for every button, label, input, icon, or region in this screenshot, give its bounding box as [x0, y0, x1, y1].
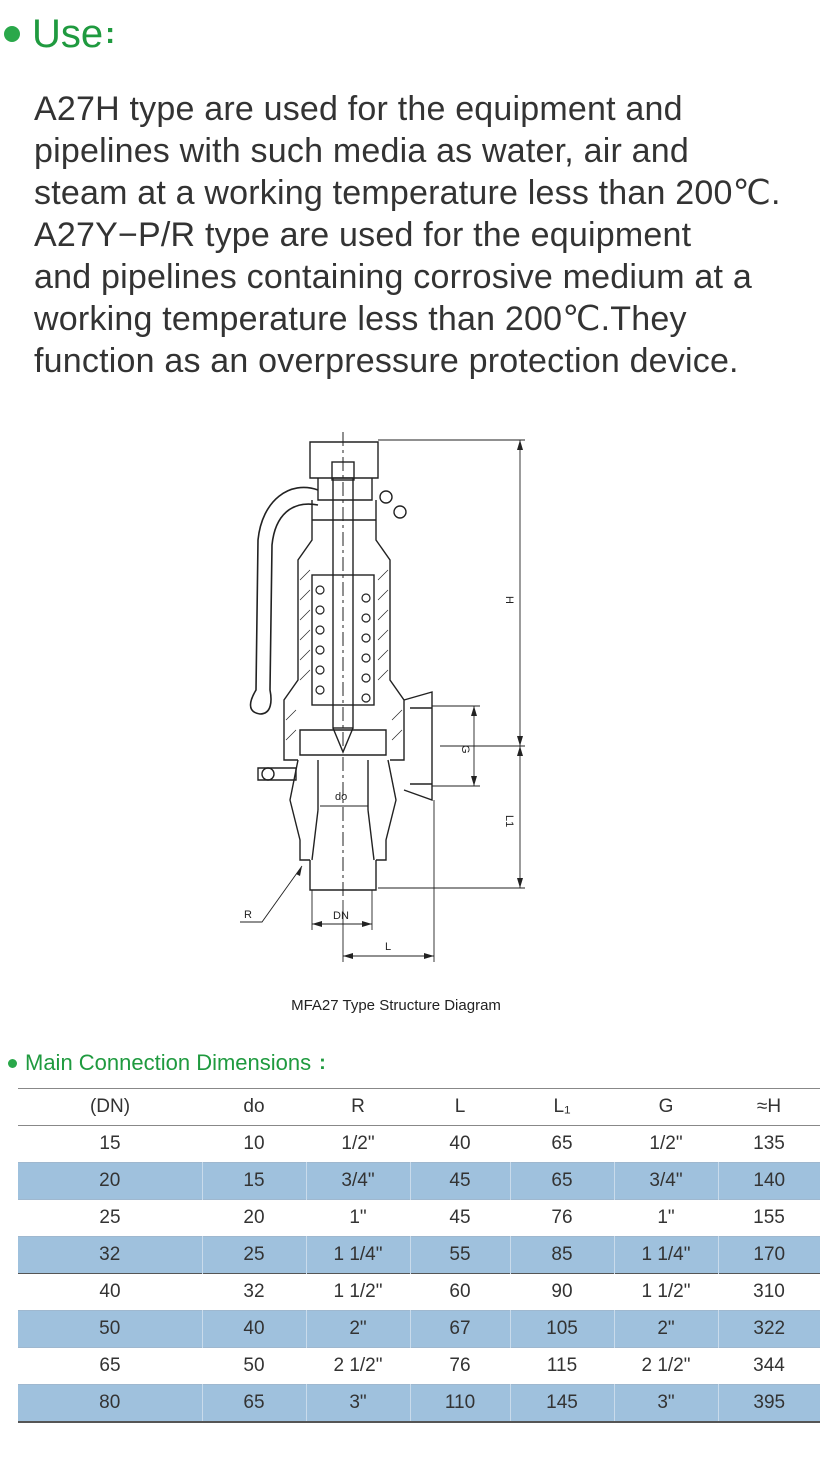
- table-cell: 110: [409, 1384, 510, 1422]
- table-row: 20 15 3/4" 45 65 3/4" 140: [18, 1162, 820, 1200]
- table-cell: 170: [717, 1236, 820, 1274]
- use-line: working temperature less than 200℃.They: [34, 300, 687, 338]
- table-cell: 32: [243, 1281, 265, 1302]
- table-cell: 65: [551, 1133, 573, 1154]
- use-title-colon: :: [105, 17, 116, 50]
- label-L: L: [385, 941, 391, 953]
- table-row: 65 50 2 1/2" 76 115 2 1/2" 344: [18, 1348, 820, 1385]
- dimensions-title: Main Connection Dimensions: [25, 1050, 312, 1075]
- table-cell: 20: [18, 1162, 202, 1200]
- use-title: Use: [32, 12, 104, 56]
- bullet-dot-icon: [8, 1058, 17, 1068]
- column-header: do: [243, 1096, 265, 1117]
- table-cell: 145: [509, 1384, 614, 1422]
- table-cell: 45: [449, 1207, 471, 1228]
- label-DN: DN: [333, 910, 349, 922]
- use-line: and pipelines containing corrosive mediu…: [34, 258, 752, 296]
- diagram-caption: MFA27 Type Structure Diagram: [291, 997, 501, 1014]
- table-cell: 2 1/2": [333, 1355, 383, 1376]
- column-header: R: [351, 1096, 365, 1117]
- dimensions-heading: Main Connection Dimensions :: [8, 1050, 326, 1076]
- table-cell: 3/4": [305, 1162, 410, 1200]
- bullet-dot-icon: [4, 26, 20, 42]
- table-cell: 32: [18, 1236, 202, 1274]
- table-cell: 155: [753, 1207, 785, 1228]
- table-cell: 55: [409, 1236, 510, 1274]
- table-cell: 60: [449, 1281, 471, 1302]
- table-row: 32 25 1 1/4" 55 85 1 1/4" 170: [18, 1236, 820, 1274]
- table-cell: 65: [201, 1384, 306, 1422]
- table-cell: 322: [717, 1310, 820, 1348]
- table-cell: 67: [409, 1310, 510, 1348]
- table-cell: 115: [546, 1355, 578, 1376]
- column-header: L: [454, 1096, 466, 1117]
- label-do: do: [335, 791, 347, 803]
- table-row: 50 40 2" 67 105 2" 322: [18, 1310, 820, 1348]
- table-cell: 3": [305, 1384, 410, 1422]
- column-header: (DN): [89, 1096, 131, 1117]
- dimensions-title-colon: :: [319, 1051, 326, 1074]
- table-cell: 2 1/2": [641, 1355, 691, 1376]
- table-cell: 25: [99, 1207, 121, 1228]
- table-cell: 15: [99, 1133, 121, 1154]
- table-cell: 1 1/2": [333, 1281, 383, 1302]
- column-header: G: [658, 1096, 674, 1117]
- label-H: H: [503, 596, 515, 604]
- use-line: steam at a working temperature less than…: [34, 174, 781, 212]
- table-cell: 50: [243, 1355, 265, 1376]
- table-cell: 65: [509, 1162, 614, 1200]
- dimensions-table: (DN) do R L L₁ G ≈H 15 10 1/2" 40 65 1/2…: [18, 1088, 820, 1423]
- label-L1: L1: [503, 815, 515, 827]
- table-cell: 1 1/4": [613, 1236, 718, 1274]
- table-cell: 1 1/4": [305, 1236, 410, 1274]
- table-cell: 25: [201, 1236, 306, 1274]
- table-cell: 395: [717, 1384, 820, 1422]
- table-cell: 76: [551, 1207, 573, 1228]
- use-line: A27Y−P/R type are used for the equipment: [34, 216, 692, 254]
- table-cell: 65: [99, 1355, 121, 1376]
- table-cell: 1": [349, 1207, 367, 1228]
- table-cell: 40: [449, 1133, 471, 1154]
- table-cell: 3": [613, 1384, 718, 1422]
- table-row: 80 65 3" 110 145 3" 395: [18, 1384, 820, 1422]
- table-cell: 45: [409, 1162, 510, 1200]
- table-cell: 135: [753, 1133, 785, 1154]
- table-cell: 1/2": [341, 1133, 375, 1154]
- table-cell: 90: [551, 1281, 573, 1302]
- table-cell: 10: [243, 1133, 265, 1154]
- column-header: L₁: [553, 1096, 571, 1117]
- label-R: R: [244, 909, 252, 921]
- table-row: 40 32 1 1/2" 60 90 1 1/2" 310: [18, 1274, 820, 1311]
- table-row: 25 20 1" 45 76 1" 155: [18, 1200, 820, 1237]
- table-cell: 40: [99, 1281, 121, 1302]
- table-cell: 15: [201, 1162, 306, 1200]
- label-G: G: [459, 745, 471, 754]
- table-cell: 1/2": [649, 1133, 683, 1154]
- table-cell: 105: [509, 1310, 614, 1348]
- table-header-row: (DN) do R L L₁ G ≈H: [18, 1088, 820, 1126]
- table-cell: 20: [243, 1207, 265, 1228]
- use-heading: Use :: [4, 14, 115, 54]
- table-cell: 344: [753, 1355, 785, 1376]
- table-cell: 76: [449, 1355, 471, 1376]
- column-header: ≈H: [756, 1096, 782, 1117]
- table-cell: 310: [753, 1281, 785, 1302]
- table-cell: 140: [717, 1162, 820, 1200]
- table-row: 15 10 1/2" 40 65 1/2" 135: [18, 1126, 820, 1163]
- use-line: function as an overpressure protection d…: [34, 342, 739, 380]
- valve-structure-diagram: H G L1 do R DN L: [240, 432, 525, 962]
- use-description: A27H type are used for the equipment and…: [34, 88, 830, 382]
- table-cell: 50: [18, 1310, 202, 1348]
- table-cell: 3/4": [613, 1162, 718, 1200]
- use-line: pipelines with such media as water, air …: [34, 132, 689, 170]
- table-cell: 2": [613, 1310, 718, 1348]
- use-line: A27H type are used for the equipment and: [34, 90, 683, 128]
- table-cell: 2": [305, 1310, 410, 1348]
- table-cell: 80: [18, 1384, 202, 1422]
- table-cell: 1": [657, 1207, 675, 1228]
- table-cell: 1 1/2": [641, 1281, 691, 1302]
- table-cell: 40: [201, 1310, 306, 1348]
- table-cell: 85: [509, 1236, 614, 1274]
